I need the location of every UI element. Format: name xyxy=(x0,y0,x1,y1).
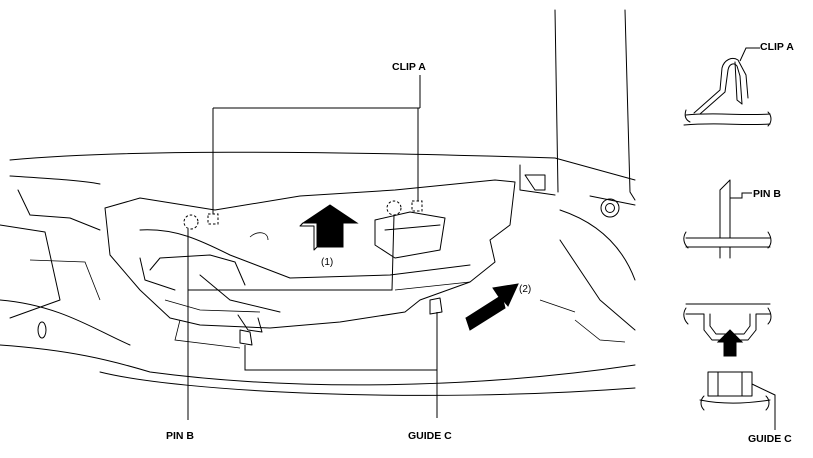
step-1-label: (1) xyxy=(321,257,333,268)
clip-a-detail-label: CLIP A xyxy=(760,41,794,53)
pin-b-leader xyxy=(187,214,395,420)
arrow-2-diagonal-icon xyxy=(465,283,519,331)
pin-b-detail-label: PIN B xyxy=(753,188,781,200)
clip-a-label: CLIP A xyxy=(392,61,426,73)
step-2-label: (2) xyxy=(519,284,531,295)
clip-a-detail xyxy=(683,47,772,127)
clip-a-leader xyxy=(212,75,421,214)
guide-c-detail-label: GUIDE C xyxy=(748,433,792,445)
arrow-1-up-icon xyxy=(299,204,359,251)
vehicle-body-outline xyxy=(0,9,636,396)
pin-b-detail xyxy=(683,179,772,259)
pin-b-markers xyxy=(183,200,402,230)
guide-c-leader xyxy=(244,312,438,418)
guide-c-label: GUIDE C xyxy=(408,430,452,442)
pin-b-label: PIN B xyxy=(166,430,194,442)
guide-c-detail xyxy=(683,303,776,430)
cover-panel xyxy=(104,179,516,349)
